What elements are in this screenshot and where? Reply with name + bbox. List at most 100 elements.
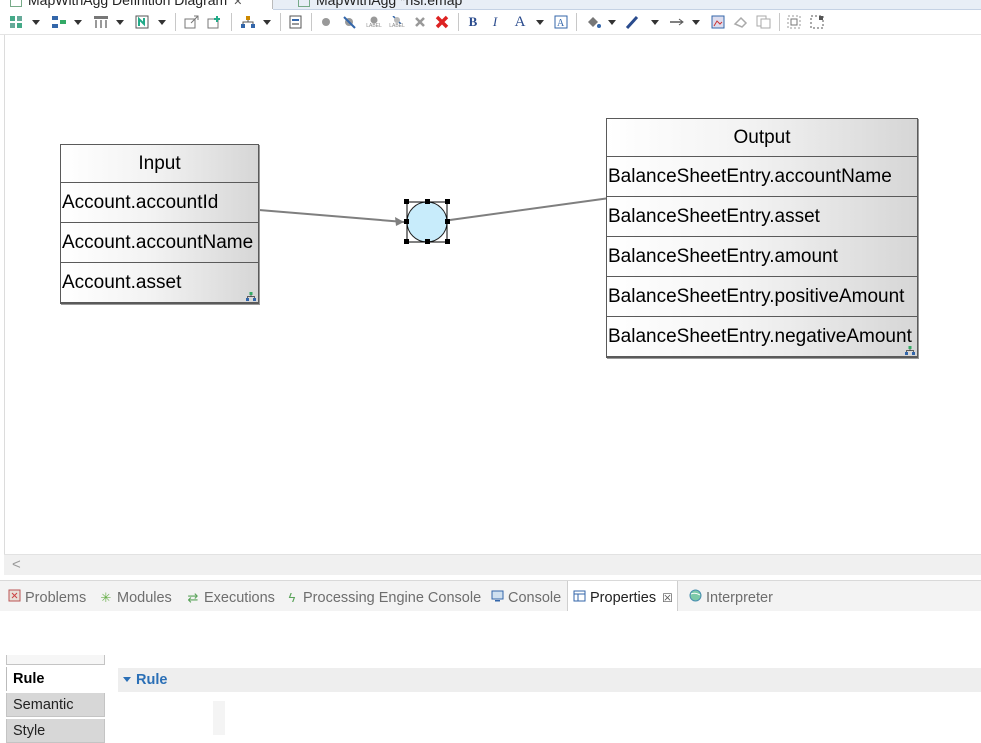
editor-tab-bar: MapWithAgg Definition Diagram✕ MapWithAg… — [0, 0, 981, 10]
editor-tab-emap[interactable]: MapWithAgg *hsl.emap — [273, 0, 981, 10]
select-all-dropdown[interactable] — [31, 14, 41, 30]
tab-rule[interactable]: Rule — [6, 667, 105, 691]
layout-icon[interactable] — [92, 14, 110, 30]
arrange-icon[interactable] — [50, 14, 68, 30]
toolbar-separator — [280, 13, 281, 31]
tab-label: Executions — [204, 590, 275, 606]
toolbar-separator — [779, 13, 780, 31]
hide-label-icon[interactable]: LABEL — [387, 14, 407, 30]
lightning-icon: ϟ — [288, 590, 296, 605]
fill-color-dropdown[interactable] — [607, 14, 617, 30]
apply-style-icon[interactable] — [732, 14, 750, 30]
export-icon[interactable] — [183, 14, 201, 30]
select-area-icon[interactable] — [809, 14, 827, 30]
connector-aggregation-to-output — [449, 196, 618, 221]
input-row[interactable]: Account.asset — [61, 263, 258, 303]
horizontal-scrollbar[interactable]: < — [4, 554, 981, 575]
hide-label-text: LABEL — [389, 22, 405, 29]
line-style-icon[interactable] — [668, 14, 686, 30]
connector-arrowhead — [395, 217, 404, 226]
tab-interpreter[interactable]: Interpreter — [688, 581, 773, 612]
input-row[interactable]: Account.accountName — [61, 223, 258, 263]
hierarchy-icon — [905, 346, 915, 355]
print-icon[interactable] — [287, 14, 305, 30]
line-color-dropdown[interactable] — [650, 14, 660, 30]
tab-executions[interactable]: ⇄Executions — [186, 581, 275, 612]
fill-color-icon[interactable] — [584, 14, 602, 30]
close-icon[interactable]: ☒ — [662, 591, 673, 605]
delete-icon[interactable] — [412, 14, 428, 30]
editor-tab-diagram[interactable]: MapWithAgg Definition Diagram✕ — [0, 0, 273, 9]
filter-icon[interactable] — [134, 14, 152, 30]
selection-handle — [404, 219, 409, 224]
pin-icon[interactable] — [318, 14, 334, 30]
toolbar-separator — [458, 13, 459, 31]
delete-from-model-icon[interactable] — [433, 14, 451, 30]
field-edge — [213, 701, 225, 735]
new-element-icon[interactable] — [206, 14, 224, 30]
line-color-icon[interactable] — [624, 14, 642, 30]
aggregation-node — [406, 201, 448, 243]
output-row[interactable]: BalanceSheetEntry.asset — [607, 197, 917, 237]
editor-tab-label: MapWithAgg *hsl.emap — [316, 0, 463, 8]
hierarchy-icon[interactable] — [239, 14, 257, 30]
section-title: Rule — [136, 672, 168, 688]
layout-dropdown[interactable] — [115, 14, 125, 30]
unpin-icon[interactable] — [341, 14, 359, 30]
tab-modules[interactable]: ✳Modules — [99, 581, 172, 612]
tab-label: Modules — [117, 590, 172, 606]
diagram-canvas[interactable]: Input Account.accountId Account.accountN… — [4, 35, 981, 554]
file-icon — [298, 0, 310, 8]
selection-handle — [445, 219, 450, 224]
close-icon[interactable]: ✕ — [233, 0, 243, 8]
input-row[interactable]: Account.accountId — [61, 183, 258, 223]
font-color-dropdown[interactable] — [535, 14, 545, 30]
selection-handle — [425, 199, 430, 204]
scroll-left-icon[interactable]: < — [12, 556, 21, 573]
output-row[interactable]: BalanceSheetEntry.amount — [607, 237, 917, 277]
output-row[interactable]: BalanceSheetEntry.accountName — [607, 157, 917, 197]
line-style-dropdown[interactable] — [691, 14, 701, 30]
output-node[interactable]: Output BalanceSheetEntry.accountName Bal… — [606, 118, 918, 358]
diagram-toolbar: LABEL LABEL B I A A — [0, 10, 981, 35]
chevron-down-icon — [123, 677, 131, 682]
selection-handle — [404, 239, 409, 244]
arrange-dropdown[interactable] — [73, 14, 83, 30]
globe-icon — [688, 581, 702, 614]
output-row[interactable]: BalanceSheetEntry.positiveAmount — [607, 277, 917, 317]
copy-format-icon[interactable] — [755, 14, 773, 30]
toolbar-separator — [175, 13, 176, 31]
show-label-icon[interactable]: LABEL — [364, 14, 384, 30]
select-all-icon[interactable] — [8, 14, 24, 30]
italic-button[interactable]: I — [492, 14, 498, 29]
font-dialog-icon[interactable]: A — [552, 14, 570, 30]
connector-input-to-aggregation — [258, 209, 405, 223]
tab-problems[interactable]: Problems — [7, 581, 86, 612]
problems-icon — [7, 581, 21, 614]
toolbar-separator — [231, 13, 232, 31]
tab-label: Problems — [25, 590, 87, 606]
properties-tab-spacer — [6, 655, 105, 665]
selection-handle — [404, 199, 409, 204]
svg-text:A: A — [557, 18, 565, 29]
console-icon — [490, 581, 504, 614]
toolbar-separator — [311, 13, 312, 31]
hierarchy-dropdown[interactable] — [262, 14, 272, 30]
tab-semantic[interactable]: Semantic — [6, 693, 105, 717]
output-row[interactable]: BalanceSheetEntry.negativeAmount — [607, 317, 917, 357]
tab-properties[interactable]: Properties☒ — [567, 581, 678, 612]
rule-section-header[interactable]: Rule — [118, 668, 981, 692]
font-color-button[interactable]: A — [514, 13, 526, 30]
connections-layer — [258, 192, 621, 244]
tab-style[interactable]: Style — [6, 719, 105, 743]
input-node[interactable]: Input Account.accountId Account.accountN… — [60, 144, 259, 304]
selection-handle — [445, 199, 450, 204]
bold-button[interactable]: B — [468, 14, 478, 29]
input-node-title: Input — [61, 145, 258, 183]
image-icon[interactable] — [709, 14, 727, 30]
tab-console[interactable]: Console — [490, 581, 561, 612]
filter-dropdown[interactable] — [157, 14, 167, 30]
zoom-fit-icon[interactable] — [786, 14, 804, 30]
